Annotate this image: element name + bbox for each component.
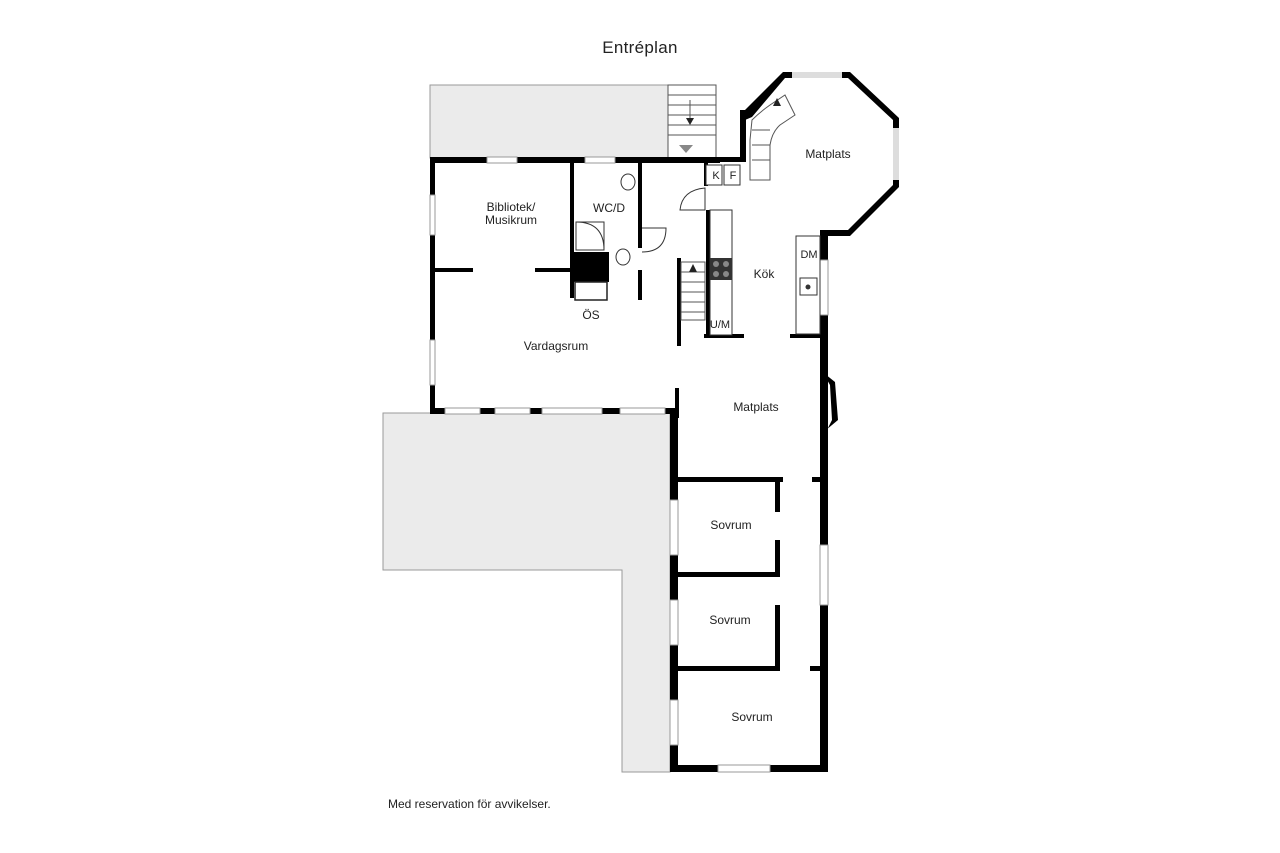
room-label-musikrum: Musikrum — [485, 213, 537, 227]
entrance-arrow-icon — [679, 145, 693, 153]
windows — [429, 156, 829, 773]
room-label-wc: WC/D — [593, 201, 625, 215]
fixture-label-f: F — [730, 170, 737, 182]
bay-window-mid — [820, 370, 838, 435]
stove-icon — [710, 258, 732, 280]
plan-title: Entréplan — [602, 38, 678, 57]
room-label-sovrum-2: Sovrum — [709, 613, 750, 627]
room-label-sovrum-3: Sovrum — [731, 710, 772, 724]
disclaimer-text: Med reservation för avvikelser. — [388, 797, 551, 811]
fireplace — [573, 252, 609, 282]
terrace-l-shaped — [382, 412, 671, 773]
room-label-bibliotek: Bibliotek/ — [487, 200, 536, 214]
fixture-label-um: U/M — [710, 319, 730, 331]
room-label-os: ÖS — [582, 308, 599, 322]
stairs-upper — [749, 94, 796, 181]
door-swings — [641, 187, 706, 253]
interior-walls — [435, 162, 822, 671]
room-label-matplats-mid: Matplats — [733, 400, 778, 414]
bay-windows — [792, 72, 899, 180]
room-label-kok: Kök — [754, 267, 776, 281]
stair-arrow-down-icon — [686, 118, 694, 125]
fixture-label-dm: DM — [800, 249, 817, 261]
bathroom-fixtures — [575, 173, 636, 266]
room-label-vardagsrum: Vardagsrum — [524, 339, 588, 353]
room-label-sovrum-1: Sovrum — [710, 518, 751, 532]
fixture-label-k: K — [712, 170, 720, 182]
fireplace-hearth — [574, 281, 608, 301]
room-label-matplats-top: Matplats — [805, 147, 850, 161]
terrace-top — [429, 84, 669, 159]
stair-arrow-up-icon — [689, 264, 697, 272]
stair-arrow-up-icon — [773, 98, 781, 106]
